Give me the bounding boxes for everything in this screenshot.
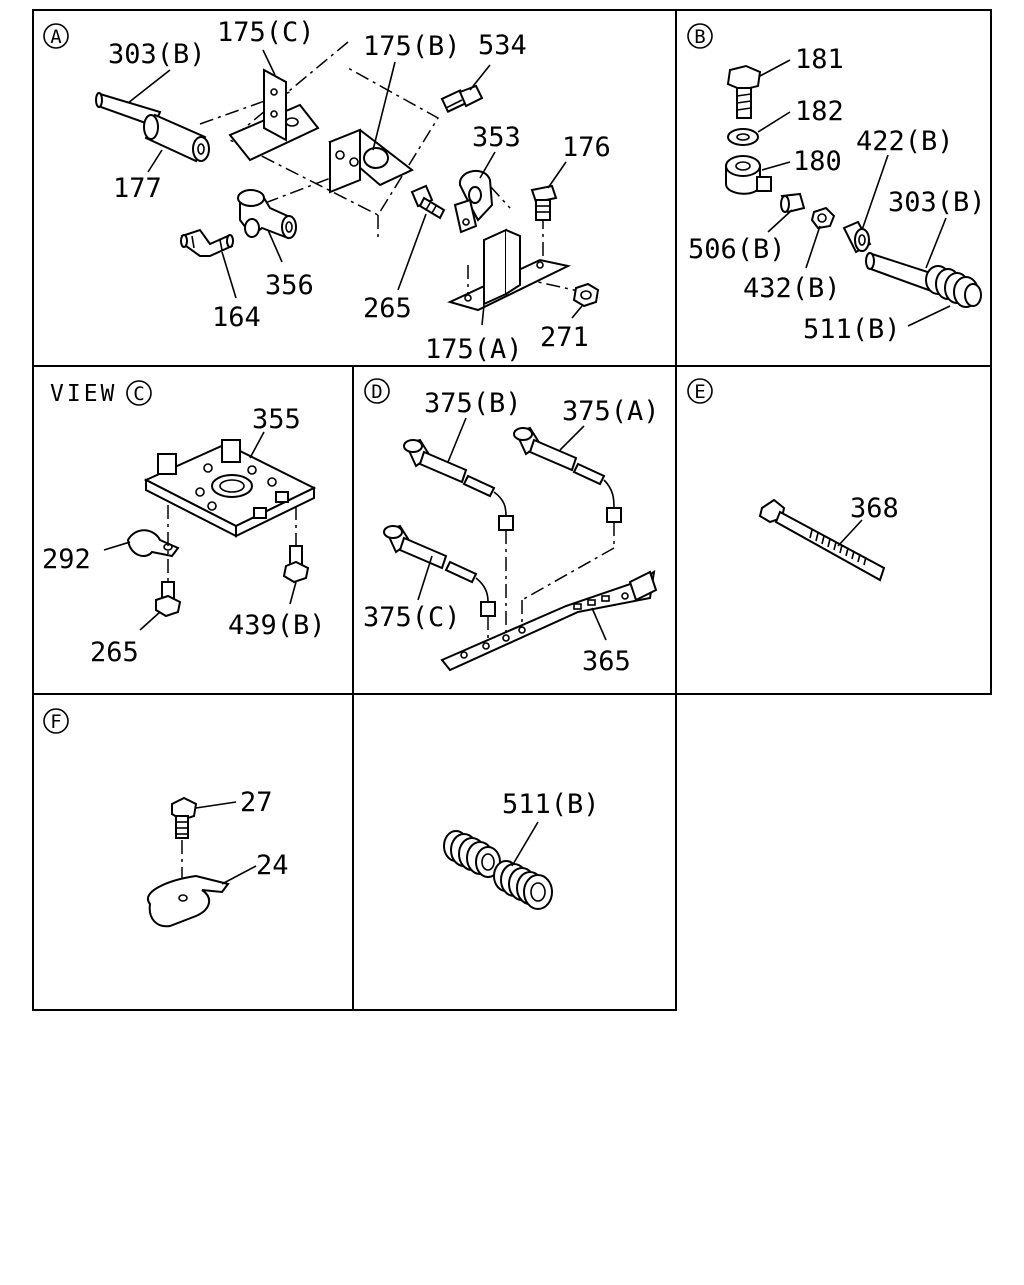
callout-265-a: 265 [363, 293, 412, 324]
bolt-176 [530, 184, 558, 221]
callout-355: 355 [252, 404, 301, 435]
spacer-422b [842, 220, 872, 254]
boot-511b-left [443, 830, 501, 878]
boot-511b [925, 265, 982, 308]
plate-355 [143, 439, 317, 538]
panel-d-letter: D [371, 381, 382, 403]
callout-303b-b: 303(B) [888, 187, 986, 218]
panel-c-leaders [103, 431, 297, 631]
tee-356 [237, 189, 297, 240]
callout-176: 176 [562, 132, 611, 163]
callout-365: 365 [582, 646, 631, 677]
callout-292: 292 [42, 544, 91, 575]
callout-432b: 432(B) [743, 273, 841, 304]
bushing-177 [143, 113, 210, 163]
washer-182 [727, 128, 759, 146]
callout-175c: 175(C) [217, 17, 315, 48]
cable-tie-teeth [809, 529, 867, 566]
panel-b-letter: B [694, 26, 705, 48]
panel-b-leaders [757, 59, 951, 327]
bracket-175c [228, 68, 320, 162]
clamp-353 [453, 170, 494, 234]
callout-375a: 375(A) [562, 396, 660, 427]
panel-c-view-word: VIEW [50, 381, 117, 407]
callout-175a: 175(A) [425, 334, 523, 365]
clip-292 [126, 529, 180, 558]
callout-353: 353 [472, 122, 521, 153]
cable-tie-368 [758, 498, 886, 582]
panel-d-guides [487, 522, 615, 644]
panel-f-letter: F [50, 711, 61, 733]
bolt-265-a [410, 184, 446, 220]
panel-c: VIEW C [42, 380, 326, 668]
callout-265-c: 265 [90, 637, 139, 668]
callout-375c: 375(C) [363, 602, 461, 633]
panel-g: 511(B) [443, 789, 600, 910]
callout-534: 534 [478, 30, 527, 61]
panel-d: D [363, 378, 660, 677]
panel-a: A [43, 17, 611, 365]
bracket-175b [328, 128, 414, 194]
callout-368: 368 [850, 493, 899, 524]
cable-375b [403, 438, 514, 531]
callout-24: 24 [256, 850, 289, 881]
callout-175b: 175(B) [363, 31, 461, 62]
rod-303b-b [865, 252, 942, 294]
panel-f: F 27 24 [43, 708, 289, 928]
panel-a-leaders [127, 49, 583, 326]
panel-f-leaders [195, 801, 257, 885]
panel-a-letter: A [50, 26, 62, 48]
bolt-181 [726, 64, 762, 119]
panel-b: B [687, 23, 986, 345]
panel-grid [32, 9, 992, 1011]
callout-271: 271 [540, 322, 589, 353]
callout-422b: 422(B) [856, 126, 954, 157]
panel-d-marker: D [364, 378, 390, 404]
clip-24 [147, 874, 230, 928]
bolt-439b [282, 545, 310, 584]
callout-506b: 506(B) [688, 234, 786, 265]
nut-271 [572, 282, 600, 308]
bolt-534 [440, 84, 484, 113]
panel-b-marker: B [687, 23, 713, 49]
elbow-164 [180, 228, 234, 257]
panel-e-marker: E [687, 378, 713, 404]
panel-f-marker: F [43, 708, 69, 734]
fitting-432b [810, 206, 836, 230]
callout-177: 177 [113, 173, 162, 204]
callout-356: 356 [265, 270, 314, 301]
panel-d-leaders [417, 417, 607, 641]
bolt-27 [171, 796, 198, 839]
callout-511b-g: 511(B) [502, 789, 600, 820]
callout-27: 27 [240, 787, 273, 818]
panel-c-guides [167, 505, 297, 582]
bolt-265-c [155, 581, 182, 618]
nipple-506b [780, 192, 806, 214]
cable-375c [383, 524, 496, 617]
callout-375b: 375(B) [424, 388, 522, 419]
callout-181: 181 [795, 44, 844, 75]
callout-182: 182 [795, 96, 844, 127]
callout-164: 164 [212, 302, 261, 333]
callout-511b: 511(B) [803, 314, 901, 345]
panel-a-marker: A [43, 23, 69, 49]
panel-c-heading: VIEW C [50, 380, 152, 407]
panel-e: E 368 [687, 378, 899, 582]
panel-e-letter: E [694, 381, 705, 403]
bracket-175a [447, 228, 572, 312]
boot-511b-right [493, 860, 553, 910]
callout-180: 180 [793, 146, 842, 177]
collar-180 [725, 155, 772, 195]
bracket-365 [440, 569, 658, 672]
panel-c-letter: C [133, 383, 144, 405]
callout-439b: 439(B) [228, 610, 326, 641]
callout-303b: 303(B) [108, 39, 206, 70]
